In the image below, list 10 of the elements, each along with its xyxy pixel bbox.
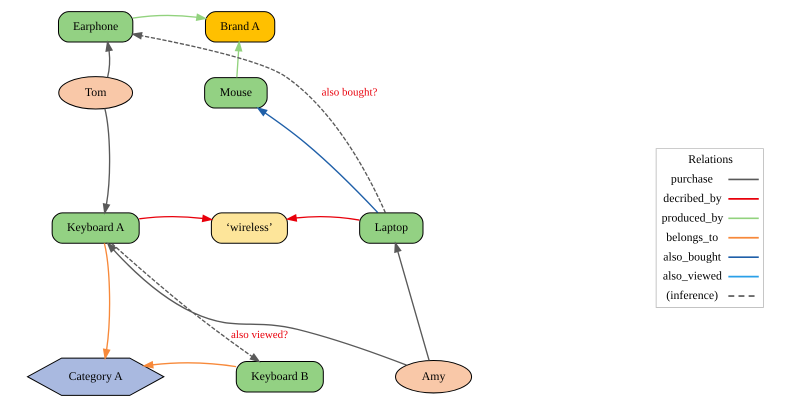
edge-label: also bought? (322, 86, 378, 99)
legend-label: purchase (670, 172, 713, 186)
edge-label: also viewed? (231, 329, 288, 342)
legend-label: produced_by (662, 210, 724, 224)
label: Relations (688, 152, 733, 166)
legend-label: (inference) (666, 288, 718, 302)
legend-label: also_bought (663, 249, 722, 264)
legend-label: belongs_to (666, 230, 718, 244)
legend-label: decribed_by (663, 191, 722, 206)
legend-label: also_viewed (662, 268, 722, 283)
